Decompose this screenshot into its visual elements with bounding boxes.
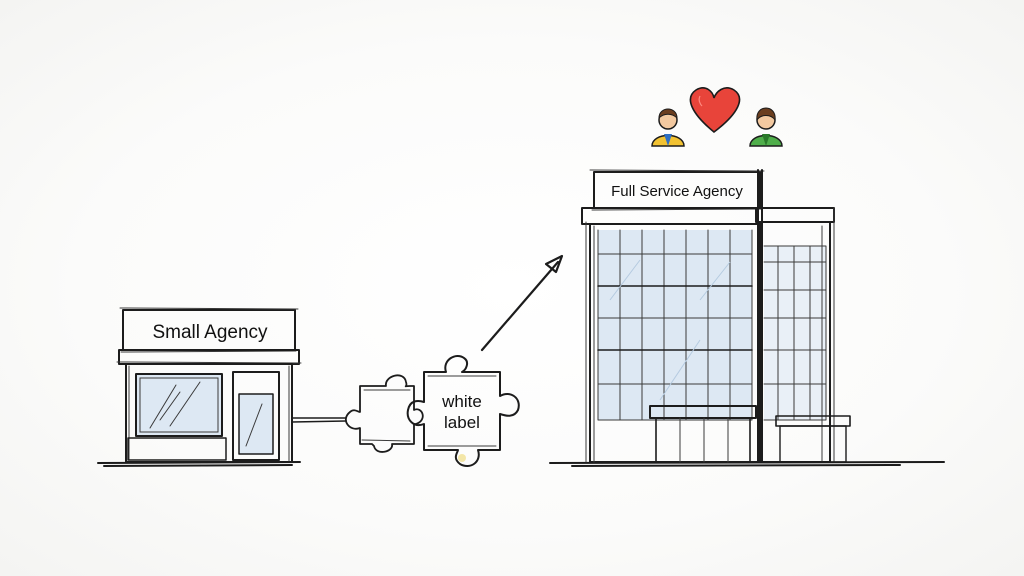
relationship-icons: [651, 87, 783, 147]
puzzle-label-line1: white: [441, 392, 482, 411]
puzzle-piece-white-label[interactable]: white label: [406, 354, 520, 468]
growth-arrow: [480, 254, 564, 352]
small-agency-building: Small Agency: [97, 307, 302, 467]
person-icon: [651, 108, 685, 147]
full-service-agency-building: Full Service Agency: [549, 169, 945, 467]
person-icon: [749, 107, 783, 147]
heart-icon: [689, 87, 741, 134]
small-agency-sign-label: Small Agency: [152, 322, 268, 343]
puzzle-label-line2: label: [444, 413, 480, 432]
full-service-agency-sign-label: Full Service Agency: [611, 183, 743, 200]
connector-line: [291, 417, 347, 423]
puzzle-piece-left: [345, 374, 424, 453]
puzzle-knob-highlight: [458, 454, 466, 462]
